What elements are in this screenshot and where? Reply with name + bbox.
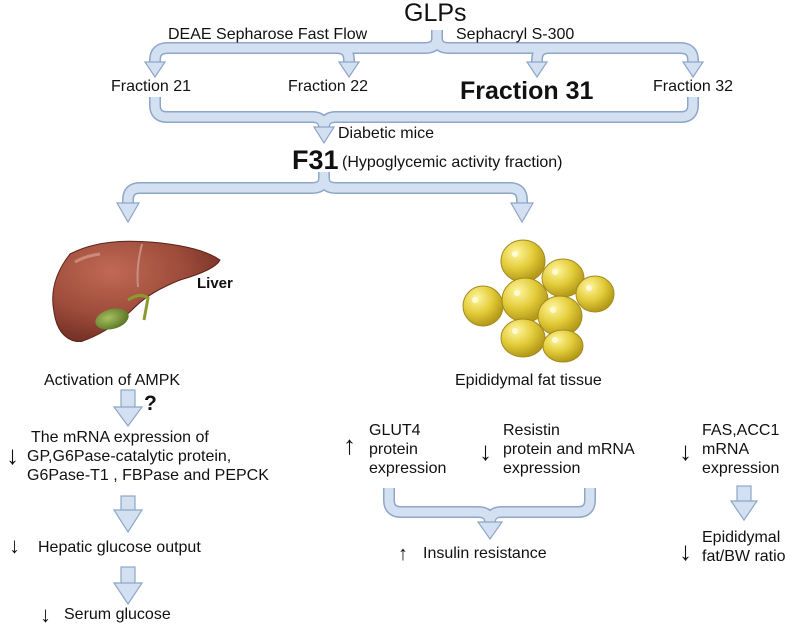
liver-illustration [52, 240, 221, 342]
liver-chain-arrows [112, 389, 144, 606]
fat-tissue-label: Epididymal fat tissue [455, 372, 602, 389]
insulin-merge-arrow [383, 488, 596, 541]
method-deae: DEAE Sepharose Fast Flow [168, 26, 368, 43]
fractions-merge-arrow [149, 97, 699, 145]
fraction-22: Fraction 22 [288, 78, 369, 95]
glut4-line-1: GLUT4 [369, 422, 421, 439]
liver-effect-ampk: Activation of AMPK [44, 372, 181, 389]
arrowhead-fraction32 [681, 61, 705, 79]
glps-split-arrow [143, 30, 705, 79]
fas-arrow [729, 485, 759, 522]
fraction-21: Fraction 21 [111, 78, 192, 95]
liver-label: Liver [197, 275, 233, 292]
glut4-line-3: expression [369, 460, 447, 477]
arrowhead-f31 [312, 126, 336, 145]
down-arrow-hepatic: ↓ [9, 533, 20, 558]
down-arrow-fas: ↓ [679, 436, 692, 466]
resistin-line-1: Resistin [503, 422, 560, 439]
model-label: Diabetic mice [338, 125, 435, 142]
down-arrow-resistin: ↓ [479, 436, 492, 466]
fraction-31: Fraction 31 [460, 77, 594, 105]
up-arrow-insulin: ↑ [398, 543, 408, 565]
serum-glucose: Serum glucose [64, 606, 171, 623]
down-arrow-serum: ↓ [40, 602, 51, 627]
resistin-line-2: protein and mRNA [503, 441, 635, 458]
arrowhead-fat [509, 202, 535, 224]
fas-line-1: FAS,ACC1 [702, 422, 780, 439]
fas-line-2: mRNA [702, 441, 750, 458]
glut4-line-2: protein [369, 441, 418, 458]
arrowhead-liver [115, 202, 141, 224]
uncertain-mark: ? [144, 392, 157, 415]
f31-split-arrow [115, 172, 535, 224]
fat-cells-illustration [462, 239, 615, 363]
hepatic-glucose-output: Hepatic glucose output [38, 539, 201, 556]
f31-description: (Hypoglycemic activity fraction) [342, 154, 563, 171]
mrna-line-3: G6Pase-T1 , FBPase and PEPCK [27, 467, 269, 484]
resistin-line-3: expression [503, 460, 581, 477]
mrna-line-2: GP,G6Pase-catalytic protein, [27, 448, 232, 465]
insulin-resistance: Insulin resistance [423, 545, 547, 562]
fraction-32: Fraction 32 [653, 78, 734, 95]
fat-ratio-line-1: Epididymal [702, 529, 781, 546]
title-glps: GLPs [404, 0, 467, 27]
arrowhead-fraction22 [337, 61, 361, 79]
down-arrow-mrna: ↓ [6, 440, 19, 470]
up-arrow-glut4: ↑ [343, 430, 356, 460]
method-sephacryl: Sephacryl S-300 [456, 26, 575, 43]
down-arrow-fat-ratio: ↓ [679, 536, 692, 566]
mrna-line-1: The mRNA expression of [31, 429, 209, 446]
f31-name: F31 [292, 145, 339, 175]
fas-line-3: expression [702, 460, 780, 477]
fat-ratio-line-2: fat/BW ratio [702, 548, 786, 565]
arrowhead-fraction21 [143, 61, 167, 79]
arrowhead-fraction31 [525, 61, 549, 79]
